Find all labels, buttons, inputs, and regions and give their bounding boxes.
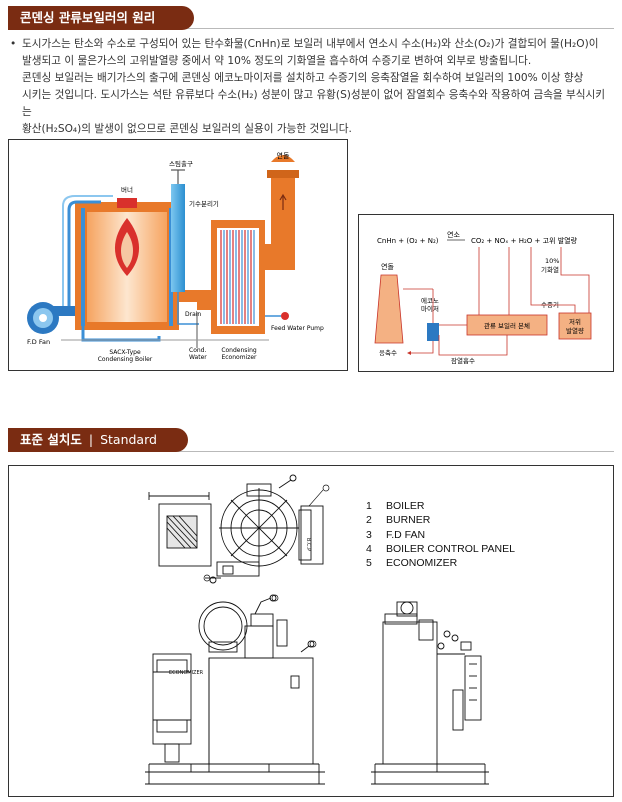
cond-water-label: Cond. — [189, 347, 206, 354]
legend-label: BOILER CONTROL PANEL — [386, 542, 515, 555]
front-view — [145, 594, 325, 785]
burner-label: 버너 — [121, 185, 133, 194]
paragraph-line: 황산(H₂SO₄)의 발생이 없으므로 콘덴싱 보일러의 실용이 가능한 것입니… — [22, 123, 352, 135]
steam-separator — [171, 184, 185, 292]
flow-lines — [403, 247, 590, 356]
equation-left: CnHn + (O₂ + N₂) — [377, 237, 439, 245]
section2-separator: | — [88, 432, 94, 447]
drain-label: Drain — [185, 311, 201, 318]
section-title-layout: 표준 설치도|Standard Layout — [8, 428, 188, 471]
cond-water-label-2: Water — [189, 354, 207, 361]
economizer-label: 에코노 — [421, 296, 439, 305]
economizer-name-label-2: Economizer — [221, 354, 257, 361]
layout-drawing-svg: ECONOMIZER B.C.P — [145, 474, 489, 785]
chimney-label: 연돌 — [277, 152, 290, 160]
separator-label: 기수분리기 — [189, 199, 219, 208]
steam-outlet-label: 스팀출구 — [169, 159, 193, 168]
intro-paragraph: • 도시가스는 탄소와 수소로 구성되어 있는 탄수화물(CnHn)로 보일러 … — [10, 36, 614, 138]
low-heat-label-2: 발열량 — [566, 326, 584, 335]
section-rule — [8, 28, 614, 29]
economizer-drawing-label: ECONOMIZER — [169, 670, 204, 676]
combustion-label: 연소 — [447, 231, 460, 239]
chimney-label: 연돌 — [381, 263, 394, 271]
section-title-text: 콘덴싱 관류보일러의 원리 — [20, 10, 156, 25]
equation-right: CO₂ + NOₓ + H₂O + 고위 발열량 — [471, 236, 578, 245]
paragraph-line: 콘덴싱 보일러는 배기가스의 출구에 콘덴싱 에코노마이저를 설치하고 수증기의… — [22, 72, 584, 84]
legend-item: 4 BOILER CONTROL PANEL — [366, 542, 515, 556]
legend-number: 3 — [366, 528, 372, 541]
vap-heat-label: 기화열 — [541, 265, 559, 274]
pct-label: 10% — [545, 257, 559, 265]
feed-pump-label: Feed Water Pump — [271, 325, 324, 332]
low-heat-box — [558, 312, 592, 340]
latent-recovery-label: 잠열흡수 — [451, 356, 475, 365]
section-rule-2 — [8, 451, 614, 452]
chimney-shape — [374, 274, 404, 344]
boiler-name-label: SACX-Type — [109, 349, 141, 356]
layout-drawing: ECONOMIZER B.C.P — [8, 465, 614, 797]
section2-title-ko: 표준 설치도 — [20, 432, 82, 447]
legend-label: BOILER — [386, 500, 425, 512]
condensate-label: 응축수 — [379, 348, 397, 357]
economizer-label-2: 마이저 — [421, 304, 439, 313]
bullet-mark: • — [10, 38, 17, 50]
legend-item: 5 ECONOMIZER — [366, 556, 515, 570]
top-view — [148, 474, 324, 584]
legend-item: 3 F.D FAN — [366, 528, 515, 542]
side-view — [371, 601, 489, 785]
economizer-name-label: Condensing — [221, 347, 257, 354]
legend-number: 4 — [366, 542, 372, 555]
legend-item: 1 BOILER — [366, 499, 515, 513]
low-heat-label: 저위 — [569, 317, 581, 326]
paragraph-line: 시키는 것입니다. 도시가스는 석탄 유류보다 수소(H₂) 성분이 많고 유황… — [22, 89, 606, 118]
legend-number: 5 — [366, 557, 372, 570]
legend-number: 1 — [366, 500, 372, 512]
economizer-box — [427, 323, 439, 341]
paragraph-line: 발생되고 이 물은가스의 고위발열량 중에서 약 10% 정도의 기화열을 흡수… — [22, 55, 532, 67]
flow-diagram-svg: CnHn + (O₂ + N₂) 연소 CO₂ + NOₓ + H₂O + 고위… — [374, 231, 592, 365]
legend-list: 1 BOILER 2 BURNER 3 F.D FAN 4 BOILER CONTROL… — [366, 499, 515, 570]
vapor-label: 수증기 — [541, 300, 559, 309]
legend-item: 2 BURNER — [366, 513, 515, 527]
feed-pump-icon — [281, 312, 289, 320]
boiler-name-label-2: Condensing Boiler — [98, 356, 153, 363]
boiler-schematic: 연돌 버너 스팀출구 기수분리기 F.D Fan Drain Cond. Wat… — [8, 139, 348, 371]
panel-drawing-label: B.C.P — [305, 538, 311, 551]
legend-label: ECONOMIZER — [386, 557, 458, 570]
burner-block — [117, 198, 137, 208]
paragraph-line: 도시가스는 탄소와 수소로 구성되어 있는 탄수화물(CnHn)로 보일러 내부… — [22, 38, 599, 50]
flow-diagram: CnHn + (O₂ + N₂) 연소 CO₂ + NOₓ + H₂O + 고위… — [358, 214, 614, 372]
boiler-schematic-svg: 연돌 버너 스팀출구 기수분리기 F.D Fan Drain Cond. Wat… — [27, 152, 324, 363]
legend-number: 2 — [366, 514, 372, 527]
legend-label: F.D FAN — [386, 528, 426, 541]
section-title-principle: 콘덴싱 관류보일러의 원리 — [8, 6, 194, 30]
legend-label: BURNER — [386, 514, 431, 527]
fd-fan-label: F.D Fan — [27, 338, 50, 346]
boiler-body-label: 관류 보일러 본체 — [484, 321, 530, 330]
